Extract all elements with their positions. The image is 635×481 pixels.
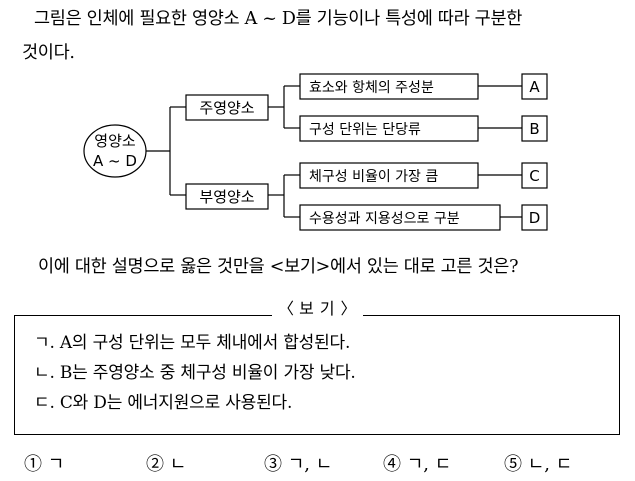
group-label-main: 주영양소 xyxy=(199,99,254,117)
item-text-d: 수용성과 지용성으로 구분 xyxy=(309,211,460,227)
root-label-line2: A ~ D xyxy=(93,152,137,170)
group-box-sub xyxy=(185,183,269,210)
bogi-title: 〈 보기〉 xyxy=(272,298,363,320)
letter-box-d xyxy=(521,204,548,231)
question-line-1: 그림은 인체에 필요한 영양소 A ~ D를 기능이나 특성에 따라 구분한 xyxy=(34,9,523,29)
bogi-item-3: ㄷ. C와 D는 에너지원으로 사용된다. xyxy=(34,393,293,413)
bogi-items: ㄱ. A의 구성 단위는 모두 체내에서 합성된다. ㄴ. B는 주영양소 중 … xyxy=(34,328,356,418)
letter-c: C xyxy=(529,167,539,185)
item-text-b: 구성 단위는 단당류 xyxy=(309,122,421,138)
sub-question: 이에 대한 설명으로 옳은 것만을 <보기>에서 있는 대로 고른 것은? xyxy=(38,257,519,277)
choice-1[interactable]: ① ㄱ xyxy=(24,454,65,475)
question-text: 그림은 인체에 필요한 영양소 A ~ D를 기능이나 특성에 따라 구분한 것… xyxy=(22,2,622,70)
choice-5[interactable]: ⑤ ㄴ, ㄷ xyxy=(504,454,573,475)
root-label-line1: 영양소 xyxy=(94,132,136,150)
item-text-a: 효소와 항체의 주성분 xyxy=(309,80,434,96)
question-line-2: 것이다. xyxy=(22,43,75,63)
choice-3[interactable]: ③ ㄱ, ㄴ xyxy=(264,454,333,475)
letter-box-b xyxy=(521,115,548,142)
choice-2[interactable]: ② ㄴ xyxy=(146,454,187,475)
letter-b: B xyxy=(529,120,539,138)
bogi-title-text: 보기 xyxy=(299,299,341,318)
letter-box-c xyxy=(521,162,548,189)
item-text-c: 체구성 비율이 가장 큼 xyxy=(309,169,438,185)
letter-d: D xyxy=(529,209,541,227)
letter-box-a xyxy=(521,73,548,100)
nutrient-classification-diagram: 영양소 A ~ D 주영양소 부영양소 효소와 항체의 주성분 구성 단위는 단… xyxy=(83,73,548,231)
bogi-item-1: ㄱ. A의 구성 단위는 모두 체내에서 합성된다. xyxy=(34,333,351,353)
choice-4[interactable]: ④ ㄱ, ㄷ xyxy=(383,454,452,475)
bogi-item-2: ㄴ. B는 주영양소 중 체구성 비율이 가장 낮다. xyxy=(34,363,356,383)
group-label-sub: 부영양소 xyxy=(199,188,254,206)
letter-a: A xyxy=(529,78,540,96)
